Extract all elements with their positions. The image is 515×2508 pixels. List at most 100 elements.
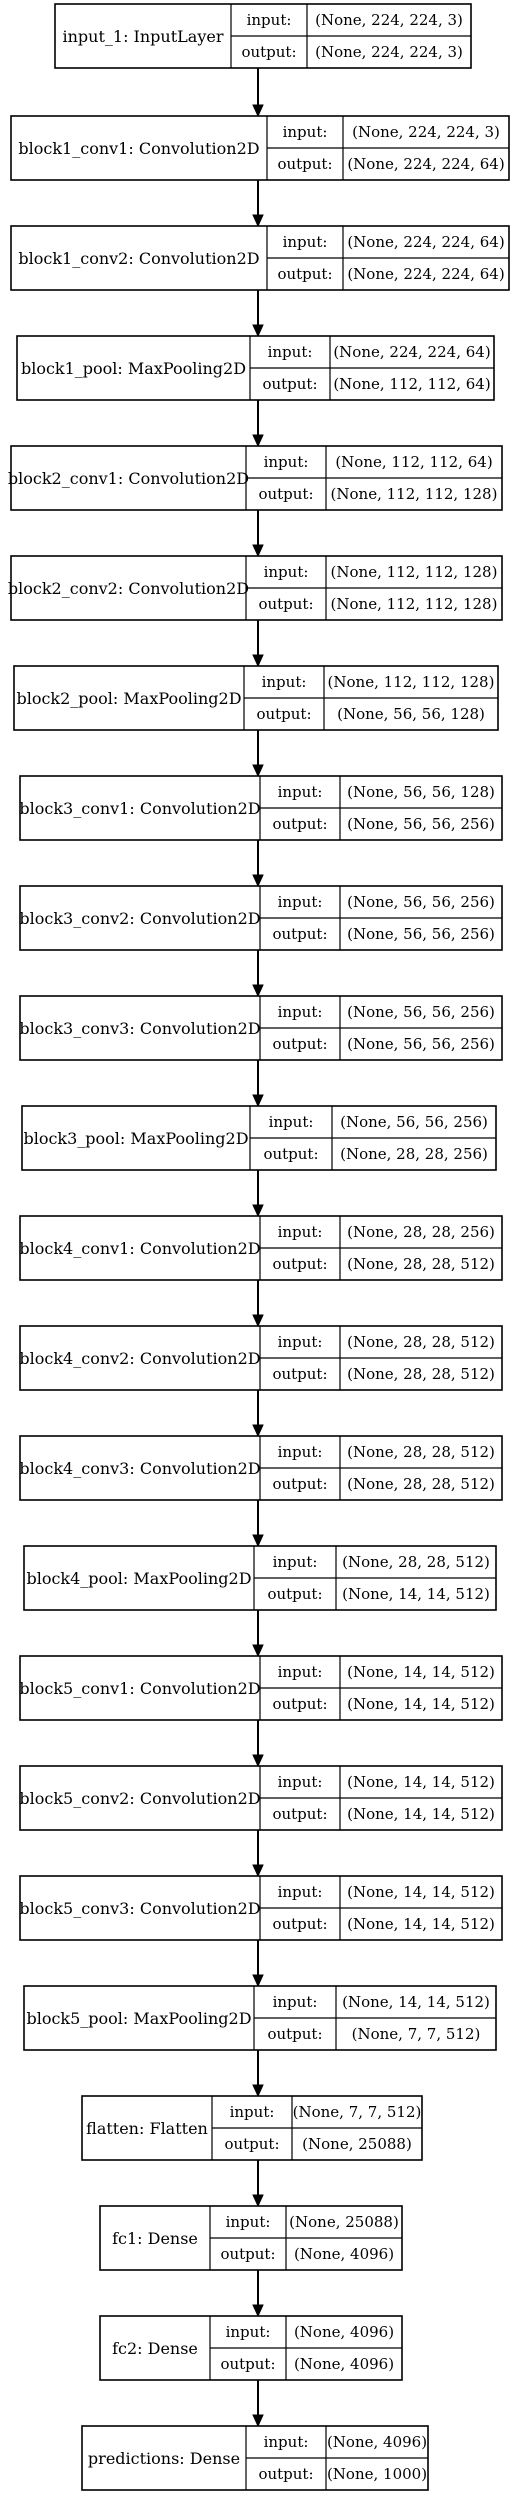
output-shape: (None, 14, 14, 512) — [347, 1695, 495, 1713]
edge-arrow — [252, 290, 264, 338]
layer-name: block1_conv1: Convolution2D — [18, 139, 259, 158]
layer-name: fc2: Dense — [112, 2339, 198, 2358]
output-shape: (None, 4096) — [294, 2355, 394, 2373]
edge-arrow — [252, 840, 264, 888]
output-label: output: — [258, 595, 313, 613]
arrowhead-icon — [252, 1204, 264, 1218]
edge-arrow — [252, 2050, 264, 2098]
layer-name: block3_conv2: Convolution2D — [19, 909, 260, 928]
input-shape: (None, 224, 224, 64) — [347, 233, 504, 251]
input-shape: (None, 25088) — [289, 2213, 399, 2231]
output-label: output: — [272, 815, 327, 833]
layer-name: flatten: Flatten — [86, 2119, 208, 2138]
output-shape: (None, 14, 14, 512) — [342, 1585, 490, 1603]
output-shape: (None, 56, 56, 256) — [347, 815, 495, 833]
layer-node: block1_pool: MaxPooling2D input: output: (N… — [16, 335, 495, 401]
layer-node: block2_conv1: Convolution2Dinput:output:… — [8, 445, 503, 511]
layer-node: block5_conv2: Convolution2Dinput:output:… — [19, 1765, 503, 1831]
input-shape: (None, 14, 14, 512) — [342, 1993, 490, 2011]
layer-name: input_1: InputLayer — [63, 27, 224, 46]
layer-name: block2_conv2: Convolution2D — [8, 579, 249, 598]
edge-arrow — [252, 2160, 264, 2208]
layer-box — [10, 115, 510, 181]
arrowhead-icon — [252, 2084, 264, 2098]
layer-name: block1_pool: MaxPooling2D — [21, 359, 246, 378]
layer-node: block3_pool: MaxPooling2Dinput:output:(N… — [21, 1105, 497, 1171]
output-shape: (None, 224, 224, 3) — [315, 43, 463, 61]
layer-name: block3_conv3: Convolution2D — [19, 1019, 260, 1038]
input-shape: (None, 4096) — [294, 2323, 394, 2341]
output-label: output: — [267, 2025, 322, 2043]
output-label: output: — [272, 925, 327, 943]
input-label: input: — [262, 673, 307, 691]
edge-arrow — [252, 730, 264, 778]
input-shape: (None, 112, 112, 128) — [328, 673, 495, 691]
arrowhead-icon — [252, 984, 264, 998]
input-label: input: — [226, 2213, 271, 2231]
input-label: input: — [278, 1333, 323, 1351]
arrowhead-icon — [252, 1974, 264, 1988]
edge-arrow — [252, 1280, 264, 1328]
edge-arrow — [252, 1170, 264, 1218]
output-label: output: — [272, 1255, 327, 1273]
input-label: input: — [273, 1993, 318, 2011]
edge-arrow — [252, 1830, 264, 1878]
output-shape: (None, 4096) — [294, 2245, 394, 2263]
output-label: output: — [272, 1695, 327, 1713]
layer-node: block3_conv3: Convolution2Dinput:output:… — [19, 995, 503, 1061]
layer-name: block5_pool: MaxPooling2D — [26, 2009, 251, 2028]
output-label: output: — [272, 1475, 327, 1493]
input-shape: (None, 4096) — [327, 2433, 427, 2451]
layer-node: block4_pool: MaxPooling2Dinput:output:(N… — [23, 1545, 497, 1611]
layer-name: block4_pool: MaxPooling2D — [26, 1569, 251, 1588]
layer-node: block2_pool: MaxPooling2Dinput:output:(N… — [13, 665, 499, 731]
layer-name: block5_conv3: Convolution2D — [19, 1899, 260, 1918]
output-label: output: — [258, 485, 313, 503]
layer-node: block4_conv1: Convolution2Dinput:output:… — [19, 1215, 503, 1281]
arrowhead-icon — [252, 1534, 264, 1548]
input-shape: (None, 56, 56, 128) — [347, 783, 495, 801]
output-shape: (None, 28, 28, 512) — [347, 1365, 495, 1383]
layer-node: block1_conv2: Convolution2Dinput:output:… — [10, 225, 510, 291]
output-shape: (None, 28, 28, 512) — [347, 1475, 495, 1493]
input-shape: (None, 28, 28, 512) — [347, 1443, 495, 1461]
input-label: input: — [278, 1663, 323, 1681]
edge-arrow — [252, 1390, 264, 1438]
output-shape: (None, 112, 112, 64) — [333, 375, 490, 393]
input-label: input: — [226, 2323, 271, 2341]
input-label: input: — [278, 1443, 323, 1461]
input-label: input: — [278, 893, 323, 911]
input-label: input: — [264, 2433, 309, 2451]
arrowhead-icon — [252, 654, 264, 668]
layer-node: fc2: Dense input: output: (None, 4096) (None… — [99, 2315, 403, 2381]
output-label: output: — [262, 375, 317, 393]
output-shape: (None, 56, 56, 128) — [337, 705, 485, 723]
arrowhead-icon — [252, 1094, 264, 1108]
layer-name: fc1: Dense — [112, 2229, 198, 2248]
layer-node: block2_conv2: Convolution2Dinput:output:… — [8, 555, 503, 621]
output-shape: (None, 28, 28, 256) — [340, 1145, 488, 1163]
edge-arrow — [252, 620, 264, 668]
arrowhead-icon — [252, 324, 264, 338]
input-shape: (None, 224, 224, 64) — [333, 343, 490, 361]
arrowhead-icon — [252, 1644, 264, 1658]
arrowhead-icon — [252, 2194, 264, 2208]
input-label: input: — [283, 123, 328, 141]
layer-name: predictions: Dense — [88, 2449, 240, 2468]
arrowhead-icon — [252, 764, 264, 778]
edge-arrow — [252, 180, 264, 228]
layer-name: block3_pool: MaxPooling2D — [23, 1129, 248, 1148]
input-shape: (None, 224, 224, 3) — [352, 123, 500, 141]
output-label: output: — [258, 2465, 313, 2483]
output-shape: (None, 112, 112, 128) — [331, 595, 498, 613]
output-label: output: — [277, 155, 332, 173]
output-label: output: — [241, 43, 296, 61]
arrowhead-icon — [252, 104, 264, 118]
output-shape: (None, 112, 112, 128) — [331, 485, 498, 503]
input-label: input: — [268, 343, 313, 361]
edge-arrow — [252, 68, 264, 118]
output-label: output: — [220, 2355, 275, 2373]
edge-arrow — [252, 510, 264, 558]
